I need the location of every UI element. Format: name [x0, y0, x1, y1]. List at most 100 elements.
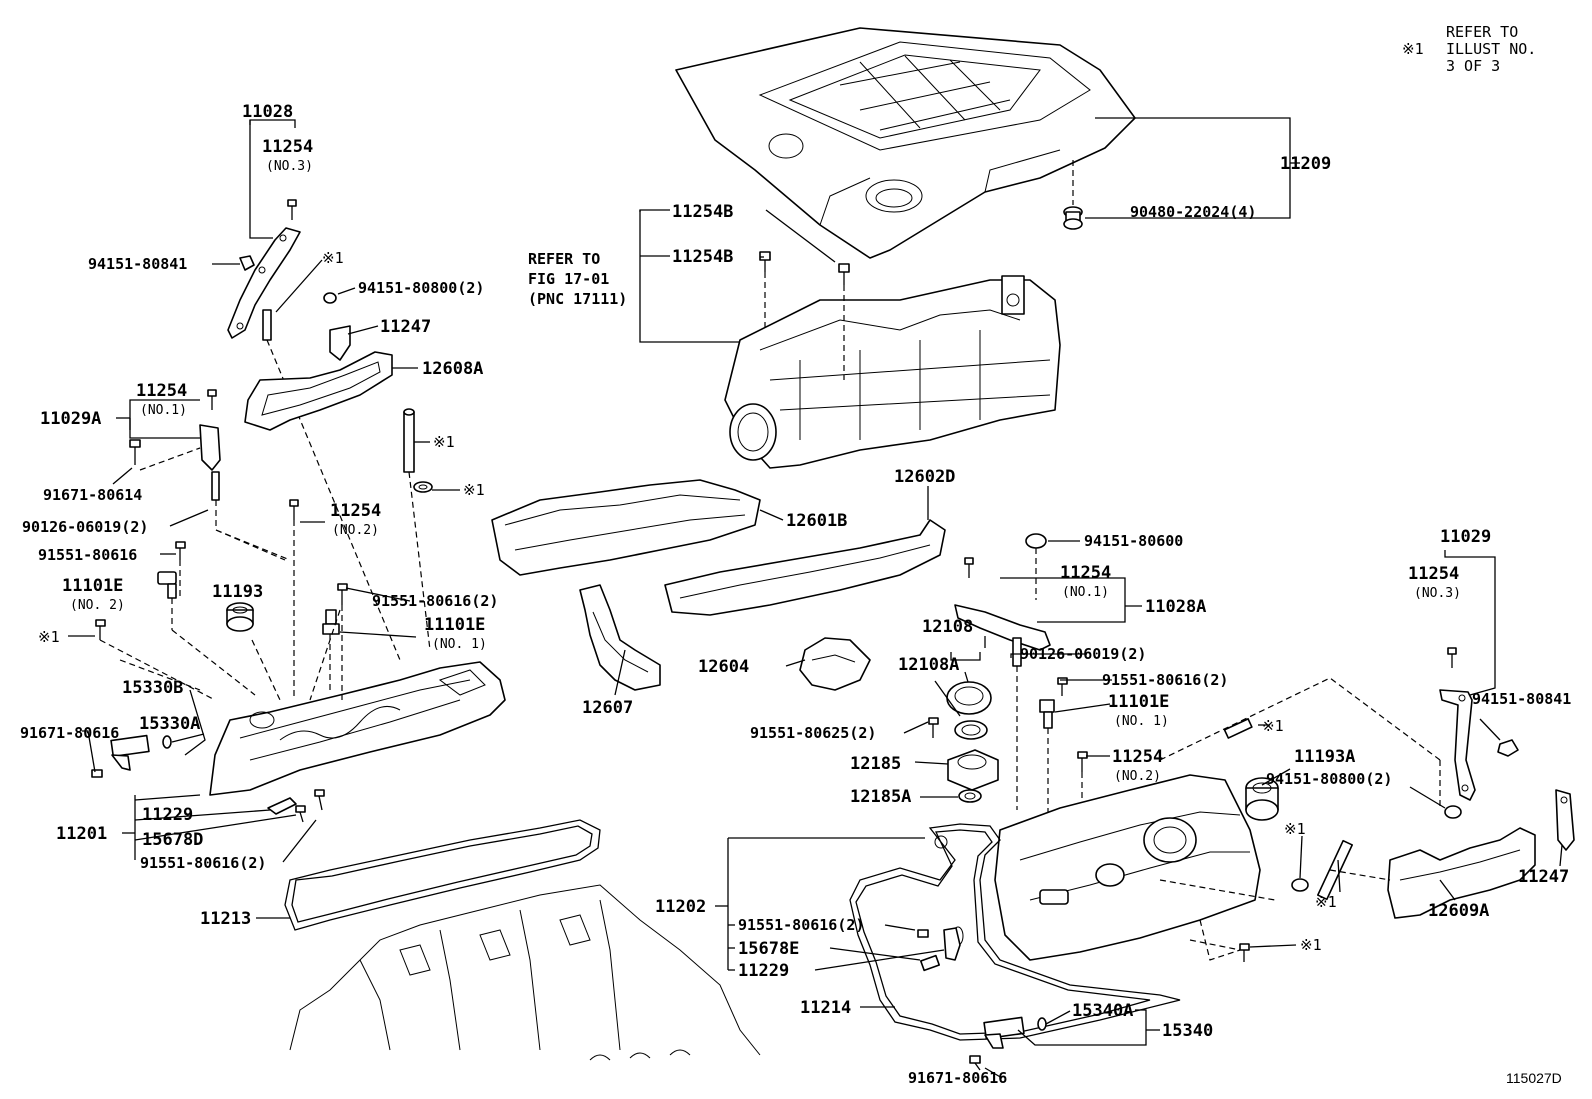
- label-91671-80616-left: 91671-80616: [20, 724, 119, 742]
- label-11254b-top: 11254B: [672, 202, 733, 222]
- label-12108a: 12108A: [898, 655, 959, 675]
- bracket-11029a-illustration: [129, 389, 291, 561]
- label-11247-right: 11247: [1518, 867, 1569, 887]
- label-11254-no3-left: 11254: [262, 137, 313, 157]
- label-no1-left: (NO.1): [140, 403, 187, 418]
- gasket-12602d-illustration: [664, 519, 946, 616]
- label-15678d: 15678D: [142, 830, 203, 850]
- label-12108: 12108: [922, 617, 973, 637]
- label-no1-sensor-right: (NO. 1): [1114, 714, 1169, 729]
- label-11029a: 11029A: [40, 409, 101, 429]
- label-no3-left: (NO.3): [266, 159, 313, 174]
- oil-control-valve-15330-illustration: [91, 734, 172, 778]
- seal-11193a-illustration: [1245, 777, 1279, 821]
- label-no1-sensor-left: (NO. 1): [432, 637, 487, 652]
- label-11254-no1-left: 11254: [136, 381, 187, 401]
- gasket-12601b-illustration: [491, 479, 761, 576]
- grommet-90480-22024-illustration: [1063, 160, 1083, 230]
- right-dashed-assembly-lines: [1159, 677, 1441, 961]
- label-refer-fig-line1: REFER TO: [528, 250, 600, 268]
- label-12608a: 12608A: [422, 359, 483, 379]
- bracket-11247-right-illustration: [1555, 789, 1575, 851]
- label-90126-06019-left: 90126-06019(2): [22, 518, 148, 536]
- label-11101e-no2: 11101E: [62, 576, 123, 596]
- label-11247-left: 11247: [380, 317, 431, 337]
- label-12185: 12185: [850, 754, 901, 774]
- cylinder-head-cover-11201-illustration: [209, 661, 506, 796]
- gasket-12607-illustration: [579, 584, 661, 691]
- label-94151-80800-left: 94151-80800(2): [358, 279, 484, 297]
- label-11101e-no1-left: 11101E: [424, 615, 485, 635]
- label-refer-illust-line1: REFER TO: [1446, 23, 1518, 41]
- label-no2-sensor: (NO. 2): [70, 598, 125, 613]
- label-ref1-h: ※1: [1300, 936, 1322, 954]
- label-11229-right: 11229: [738, 961, 789, 981]
- oil-filler-12185-illustration: [928, 717, 999, 803]
- gasket-12604-illustration: [799, 637, 871, 691]
- label-12604: 12604: [698, 657, 749, 677]
- label-91551-80616-left: 91551-80616: [38, 546, 137, 564]
- label-ref1-d: ※1: [38, 628, 60, 646]
- label-11209: 11209: [1280, 154, 1331, 174]
- cylinder-head-cover-11202-illustration: [994, 774, 1261, 961]
- oil-filler-cap-12108-illustration: [946, 681, 992, 740]
- label-15340: 15340: [1162, 1021, 1213, 1041]
- label-91671-80614: 91671-80614: [43, 486, 142, 504]
- label-11229-left: 11229: [142, 805, 193, 825]
- label-12185a: 12185A: [850, 787, 911, 807]
- sensor-11101e-right-illustration: [1039, 677, 1253, 840]
- label-11214: 11214: [800, 998, 851, 1018]
- label-ref1-a: ※1: [322, 249, 344, 267]
- label-ref1-f: ※1: [1284, 820, 1306, 838]
- label-ref1-e: ※1: [1262, 717, 1284, 735]
- figure-id: 115027D: [1506, 1070, 1562, 1086]
- label-refer-illust-line2: ILLUST NO.: [1446, 40, 1536, 58]
- sensor-11101e-left-illustration: [157, 571, 340, 696]
- label-12601b: 12601B: [786, 511, 847, 531]
- stud-and-washer-right-illustration: [1291, 839, 1391, 901]
- bracket-11028a-illustration: [954, 533, 1051, 810]
- label-no1-right: (NO.1): [1062, 585, 1109, 600]
- label-91551-80616-2-lower: 91551-80616(2): [140, 854, 266, 872]
- label-90126-06019-right: 90126-06019(2): [1020, 645, 1146, 663]
- stud-and-washer-illustration: [403, 408, 433, 651]
- label-11028a: 11028A: [1145, 597, 1206, 617]
- label-11193a: 11193A: [1294, 747, 1355, 767]
- bolt-11254b-illustration: [759, 251, 850, 380]
- label-11254-no3-right: 11254: [1408, 564, 1459, 584]
- bracket-11028-illustration: [227, 199, 401, 661]
- bolts-left-head-illustration: [95, 499, 348, 823]
- label-91551-80616-2-right: 91551-80616(2): [1102, 671, 1228, 689]
- label-12609a: 12609A: [1428, 901, 1489, 921]
- label-94151-80841-right: 94151-80841: [1472, 690, 1571, 708]
- gasket-12608a-illustration: [244, 292, 393, 431]
- label-91551-80616-2-bottom: 91551-80616(2): [738, 916, 864, 934]
- label-15330b: 15330B: [122, 678, 183, 698]
- label-11254-no2-right: 11254: [1112, 747, 1163, 767]
- label-11254-no1-right: 11254: [1060, 563, 1111, 583]
- label-11201: 11201: [56, 824, 107, 844]
- label-11213: 11213: [200, 909, 251, 929]
- label-11028: 11028: [242, 102, 293, 122]
- gasket-11213-illustration: [284, 819, 601, 931]
- bolts-right-head-illustration: [917, 927, 1250, 972]
- label-91551-80625: 91551-80625(2): [750, 724, 876, 742]
- left-dashed-assembly-lines: [119, 529, 343, 701]
- oil-control-valve-15340-illustration: [969, 1016, 1047, 1071]
- label-ref1-b: ※1: [433, 433, 455, 451]
- label-11193: 11193: [212, 582, 263, 602]
- label-11254-no2-left: 11254: [330, 501, 381, 521]
- label-no2-left: (NO.2): [332, 523, 379, 538]
- label-ref1-g: ※1: [1315, 893, 1337, 911]
- intake-manifold-illustration: [724, 275, 1061, 469]
- gasket-12609a-illustration: [1387, 827, 1536, 919]
- bracket-11029-illustration: [1439, 647, 1519, 819]
- engine-block-illustration: [289, 884, 761, 1061]
- label-91551-80616-2-left: 91551-80616(2): [372, 592, 498, 610]
- seal-11193-left-illustration: [226, 602, 281, 701]
- label-ref1-c: ※1: [463, 481, 485, 499]
- part-labels: 11028 11254 (NO.3) 94151-80841 ※1 94151-…: [20, 23, 1571, 1087]
- label-11202: 11202: [655, 897, 706, 917]
- label-94151-80800-right: 94151-80800(2): [1266, 770, 1392, 788]
